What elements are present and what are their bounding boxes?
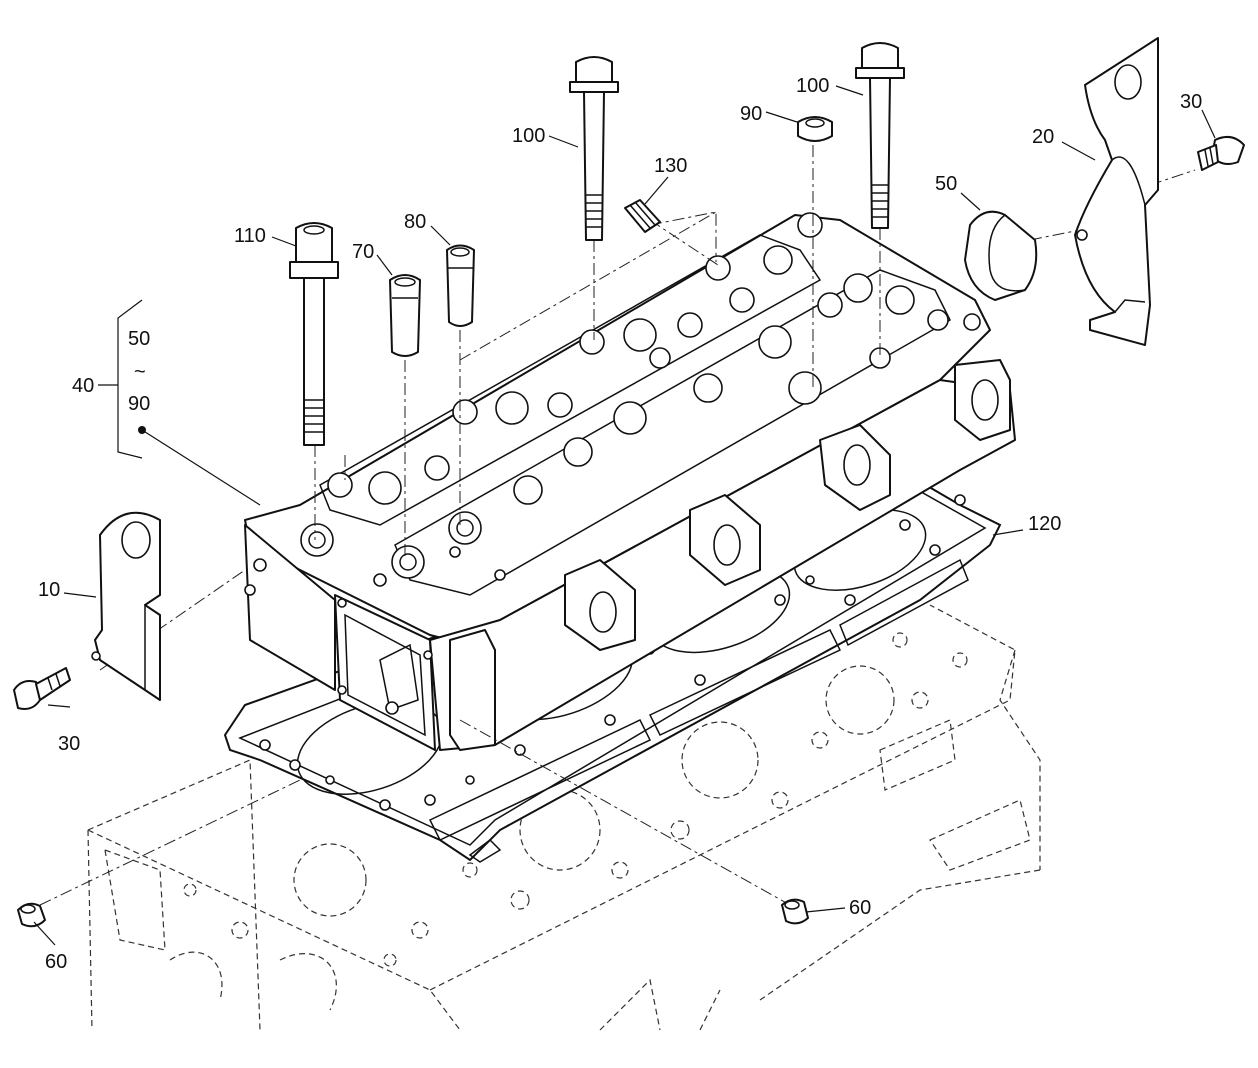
callout-labels: 100 100 90 130 110 70 80 50 20 30 40 50 … (38, 75, 1202, 973)
cover-disc (964, 210, 1038, 301)
callout-40-range-start: 50 (128, 328, 150, 350)
lifting-bracket-10 (91, 511, 161, 701)
callout-60-left: 60 (45, 951, 67, 973)
callout-50: 50 (935, 173, 957, 195)
plug-130 (624, 199, 661, 233)
long-stud-bolt (289, 222, 339, 446)
callout-120: 120 (1028, 513, 1061, 535)
callout-130: 130 (654, 155, 687, 177)
bracket-bolt-right (1197, 135, 1245, 171)
valve-guide-70 (389, 274, 421, 357)
callout-90: 90 (740, 103, 762, 125)
callout-10: 10 (38, 579, 60, 601)
leader-lines (33, 85, 1216, 946)
valve-stem-seal (797, 116, 833, 142)
callout-100-left: 100 (512, 125, 545, 147)
callout-60-right: 60 (849, 897, 871, 919)
engine-block-outline (87, 604, 1041, 1031)
head-bolt-right (855, 42, 905, 229)
valve-guide-80 (446, 244, 475, 327)
callout-80: 80 (404, 211, 426, 233)
callout-30-right: 30 (1180, 91, 1202, 113)
callout-70: 70 (352, 241, 374, 263)
cylinder-head (244, 212, 1016, 751)
callout-40-range-tilde: ~ (134, 361, 146, 383)
head-bolt-left (569, 56, 619, 241)
callout-40-range-end: 90 (128, 393, 150, 415)
callout-100-right: 100 (796, 75, 829, 97)
bracket-bolt-left (13, 667, 71, 710)
lifting-bracket-20 (1074, 37, 1159, 346)
dowel-pin-right (781, 898, 809, 925)
callout-30-left: 30 (58, 733, 80, 755)
dowel-pin-left (17, 902, 46, 928)
callout-20: 20 (1032, 126, 1054, 148)
callout-110: 110 (234, 225, 266, 247)
callout-40: 40 (72, 375, 94, 397)
